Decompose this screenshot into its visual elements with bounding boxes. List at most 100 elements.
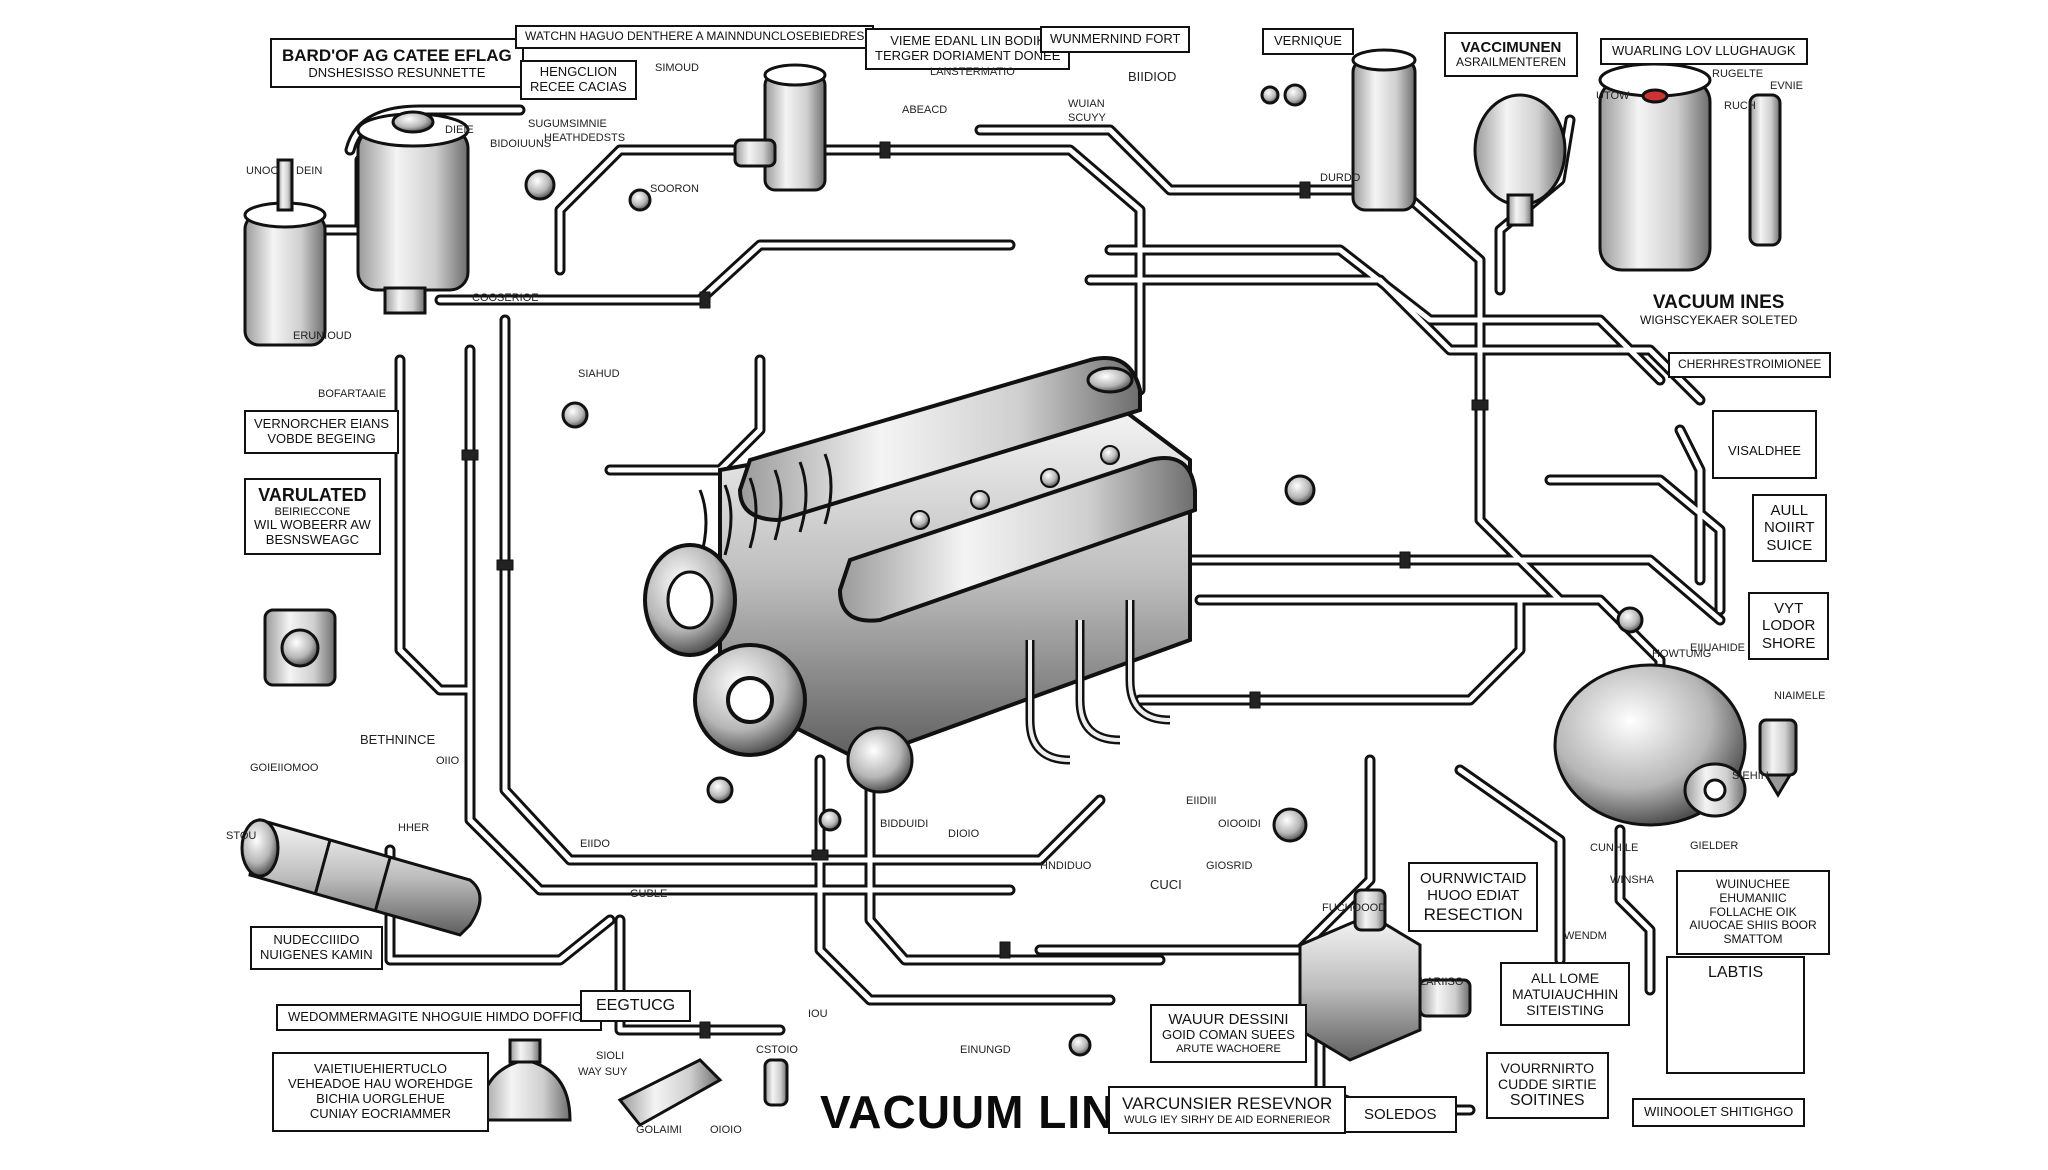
small-label: EIIDIII xyxy=(1186,795,1217,807)
callout-text: NOIIRT xyxy=(1764,519,1815,537)
small-label: EINUNGD xyxy=(960,1044,1011,1056)
small-label: DIEIE xyxy=(445,124,474,136)
small-label: FUCHOOOD xyxy=(1322,902,1387,914)
callout-text: WIGHSCYEKAER SOLETED xyxy=(1640,312,1798,327)
small-label: SOORON xyxy=(650,183,699,195)
callout-right-4: VISALDHEE xyxy=(1712,410,1817,479)
small-label: SIEHIH xyxy=(1732,770,1769,782)
callout-text: WUNMERNIND FORT xyxy=(1050,31,1181,46)
callout-text: VIEME EDANL LIN BODIK xyxy=(890,33,1046,48)
small-label: HOWTUMG xyxy=(1652,648,1712,660)
callout-text: VACUUM INES xyxy=(1652,292,1785,313)
callout-text: CUDDE SIRTIE xyxy=(1498,1076,1597,1093)
callout-soledos: SOLEDOS xyxy=(1344,1096,1457,1134)
callout-right-7: WUINUCHEE EHUMANIIC FOLLACHE OIK AIUOCAE… xyxy=(1676,870,1830,955)
small-label: BOFARTAAIE xyxy=(318,388,387,400)
callout-text: DNSHESISSO RESUNNETTE xyxy=(308,64,486,80)
small-label: CUNHILE xyxy=(1590,842,1639,854)
small-label: ERUNIOUD xyxy=(293,330,352,342)
small-label: BIIDIOD xyxy=(1128,69,1177,84)
callout-top-center-2: HENGCLION RECEE CACIAS xyxy=(520,60,637,100)
callout-left-2: VARULATED BEIRIECCONE WIL WOBEERR AW BES… xyxy=(244,478,381,556)
callout-text: NUDECCIIIDO xyxy=(273,932,360,947)
callout-text: RESECTION xyxy=(1423,904,1523,924)
callout-eegtucg: EEGTUCG xyxy=(580,990,692,1023)
callout-left-3: NUDECCIIIDO NUIGENES KAMIN xyxy=(250,926,383,970)
small-label: NIAIMELE xyxy=(1774,690,1826,702)
callout-text: BEIRIECCONE xyxy=(274,505,351,518)
callout-left-1: VERNORCHER EIANS VOBDE BEGEING xyxy=(244,410,400,454)
label-top-mid-3: LANSTERMATIO xyxy=(930,66,1015,78)
callout-top-mid: VIEME EDANL LIN BODIK TERGER DORIAMENT D… xyxy=(865,28,1071,70)
small-label: HHER xyxy=(398,822,430,834)
callout-text: WAUUR DESSINI xyxy=(1168,1011,1289,1028)
small-label: SIMOUD xyxy=(655,62,699,74)
small-label: GUBLE xyxy=(630,888,668,900)
small-label: SUGUMSIMNIE xyxy=(528,118,607,130)
small-label: BIDOIUUNS xyxy=(490,138,552,150)
small-label: GIELDER xyxy=(1690,840,1739,852)
small-label: ABEACD xyxy=(902,104,948,116)
small-label: OIIO xyxy=(436,755,460,767)
small-label: DURDO xyxy=(1320,172,1361,184)
callout-text: HENGCLION xyxy=(539,64,618,79)
small-label: CSTOIO xyxy=(756,1044,798,1056)
callout-top-r1: WUNMERNIND FORT xyxy=(1040,26,1191,53)
callout-text: LABTIS xyxy=(1708,964,1764,981)
small-label: RUCH xyxy=(1724,100,1756,112)
small-label: BIDDUIDI xyxy=(880,818,929,830)
callout-text: ARUTE WACHOERE xyxy=(1176,1043,1281,1056)
callout-text: WEDOMMERMAGITE NHOGUIE HIMDO DOFFICE xyxy=(288,1009,590,1024)
small-label: GIOSRID xyxy=(1206,860,1253,872)
small-label: DIOIO xyxy=(948,828,980,840)
small-label: WENDM xyxy=(1564,930,1607,942)
small-label: OIOIO xyxy=(710,1124,742,1136)
callout-text: VYT xyxy=(1774,600,1804,617)
small-label: EVNIE xyxy=(1770,80,1804,92)
callout-text: OURNWICTAID xyxy=(1420,870,1527,887)
small-label: HEATHDEDSTS xyxy=(544,132,626,144)
callout-text: GOID COMAN SUEES xyxy=(1162,1027,1295,1043)
callout-text: VARULATED xyxy=(258,485,367,505)
callout-text: VERNIQUE xyxy=(1274,33,1342,48)
callout-text: WIL WOBEERR AW xyxy=(254,517,371,533)
small-label: WAY SUY xyxy=(578,1066,628,1078)
callout-text: WULG IEY SIRHY DE AID EORNERIEOR xyxy=(1124,1113,1331,1126)
callout-text: CUNIAY EOCRIAMMER xyxy=(309,1105,451,1121)
small-label: SCUYY xyxy=(1068,112,1106,124)
callout-right-3: CHERHRESTROIMIONEE xyxy=(1668,352,1832,378)
callout-text: VEHEADOE HAU WOREHDGE xyxy=(288,1075,473,1091)
callout-text: VERNORCHER EIANS xyxy=(254,416,390,431)
callout-text: AULL xyxy=(1770,502,1809,519)
callout-text: SUICE xyxy=(1766,536,1813,554)
small-label: WINSHA xyxy=(1610,874,1654,886)
callout-top-left: BARD'OF AG CATEE EFLAG DNSHESISSO RESUNN… xyxy=(270,38,524,89)
callout-text: EEGTUCG xyxy=(596,997,676,1014)
callout-top-right: VACCIMUNEN ASRAILMENTEREN xyxy=(1444,32,1579,78)
callout-text: WIINOOLET SHITIGHGO xyxy=(1644,1104,1794,1119)
small-label: OIOOIDI xyxy=(1218,818,1261,830)
callout-text: ASRAILMENTEREN xyxy=(1456,55,1567,70)
callout-text: VOBDE BEGEING xyxy=(267,430,376,446)
callout-top-far-right: WUARLING LOV LLUGHAUGK xyxy=(1600,38,1808,65)
callout-labtis: LABTIS xyxy=(1666,956,1806,1075)
callout-bottom-left-1: WEDOMMERMAGITE NHOGUIE HIMDO DOFFICE xyxy=(276,1004,602,1031)
small-label: BETHNINCE xyxy=(360,732,436,747)
callout-text: SHORE xyxy=(1762,634,1816,652)
callout-text: SOITINES xyxy=(1509,1092,1585,1110)
callout-text: RECEE CACIAS xyxy=(530,78,627,94)
callout-right-b3: VOURRNIRTO CUDDE SIRTIE SOITINES xyxy=(1486,1052,1609,1119)
small-label: GOIEIIOMOO xyxy=(250,762,319,774)
callout-top-center: WATCHN HAGUO DENTHERE A MAINNDUNCLOSEBIE… xyxy=(515,25,875,49)
callout-bottom-center: VARCUNSIER RESEVNOR WULG IEY SIRHY DE AI… xyxy=(1108,1086,1347,1135)
callout-text: WUINUCHEE EHUMANIIC FOLLACHE OIK AIUOCAE… xyxy=(1689,877,1817,947)
callout-right-b1: OURNWICTAID HUOO EDIAT RESECTION xyxy=(1408,862,1539,933)
small-label: COOSERIOE xyxy=(472,292,539,304)
small-label: SIOLI xyxy=(596,1050,625,1062)
callout-text: CHERHRESTROIMIONEE xyxy=(1678,357,1822,371)
small-label: STOU xyxy=(226,830,257,842)
small-label: SIAHUD xyxy=(578,368,620,380)
small-label: RUGELTE xyxy=(1712,68,1764,80)
callout-text: BICHIA UORGLEHUE xyxy=(316,1090,445,1106)
